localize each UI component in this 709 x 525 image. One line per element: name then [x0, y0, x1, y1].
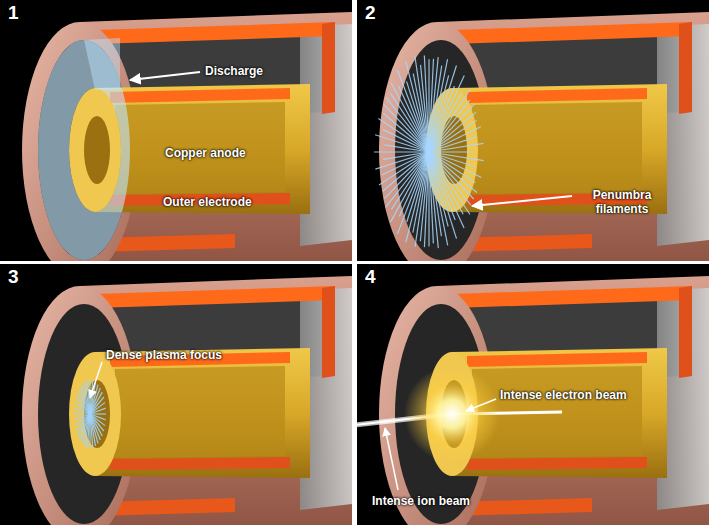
leader-line: [90, 362, 102, 398]
filament: [429, 151, 473, 152]
filament: [415, 56, 429, 152]
panel-number: 4: [365, 267, 376, 288]
panel: 2: [357, 0, 709, 261]
leader-lines: [90, 72, 572, 490]
filament: [424, 55, 429, 152]
filament: [429, 137, 476, 152]
plasma-gun: [357, 264, 709, 525]
part-label: Penumbra filaments: [576, 188, 668, 217]
plasma-gun: [0, 264, 352, 525]
leader-line: [472, 196, 572, 206]
part-label: Intense electron beam: [500, 388, 627, 402]
filament: [429, 152, 438, 248]
leader-line: [385, 428, 398, 490]
penumbra-filaments: [374, 55, 484, 248]
filament: [383, 152, 429, 191]
filament: [374, 151, 429, 152]
panel-number: 2: [365, 3, 376, 24]
filament: [382, 152, 429, 175]
plasma-filament: [90, 408, 106, 414]
panel-illustration: [0, 264, 352, 525]
filament: [429, 152, 455, 220]
leader-line: [130, 72, 200, 80]
part-label: Outer electrode: [163, 195, 252, 209]
panel: 3: [0, 264, 352, 525]
filament: [421, 65, 429, 152]
filament: [429, 152, 433, 243]
part-label: Dense plasma focus: [106, 348, 222, 362]
plasma-focus: [74, 380, 106, 448]
filament: [429, 152, 448, 245]
filament: [398, 70, 429, 152]
leader-line: [466, 399, 496, 411]
panel-illustration: [0, 0, 352, 261]
part-label: Intense ion beam: [372, 494, 470, 508]
filament: [386, 152, 429, 207]
panel: 1: [0, 0, 352, 261]
plasma-gun: [357, 0, 709, 261]
filament: [375, 152, 429, 169]
filament: [429, 143, 483, 152]
plasma-filament: [74, 414, 90, 420]
plasma-filament: [75, 414, 90, 426]
filament: [379, 152, 429, 185]
part-label: Discharge: [205, 64, 263, 78]
filament: [383, 152, 429, 159]
part-label: Copper anode: [165, 146, 246, 160]
plasma-filament: [90, 414, 93, 447]
glow: [404, 366, 500, 462]
panel-illustration: [357, 264, 709, 525]
panel-number: 1: [8, 3, 19, 24]
plasma-filament: [90, 402, 105, 414]
discharge-sheet: [84, 38, 120, 90]
plasma-gun: [0, 0, 352, 261]
filament: [429, 121, 477, 152]
panel-illustration: [357, 0, 709, 261]
panel-number: 3: [8, 267, 19, 288]
filament: [429, 100, 470, 152]
